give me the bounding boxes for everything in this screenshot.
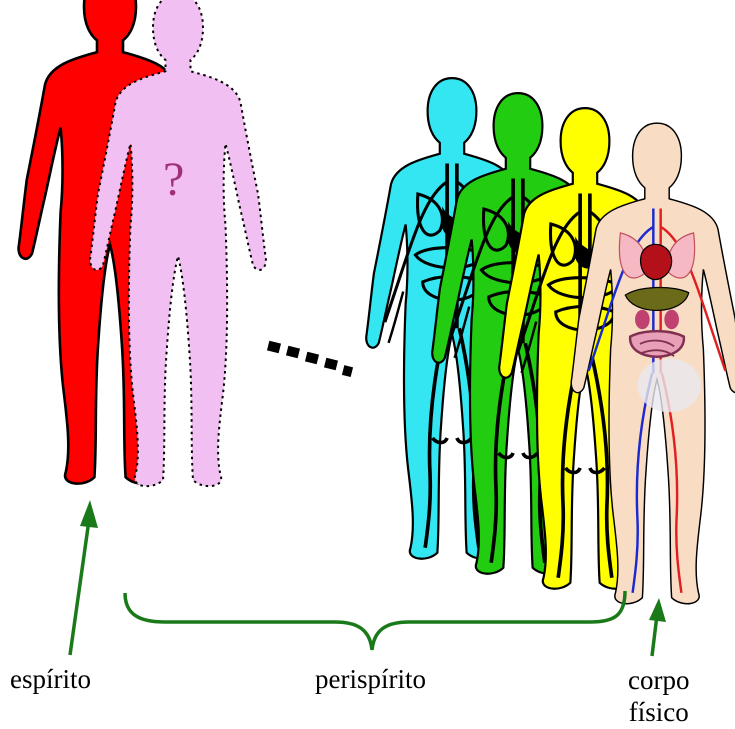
ellipsis-dots [267,341,353,377]
perispirito-brace [125,591,625,650]
label-perispirito: perispírito [315,666,426,693]
label-espirito: espírito [10,666,91,693]
label-corpo-line2: físico [628,696,689,728]
question-mark: ? [163,153,184,206]
arrow-espirito [70,500,98,655]
label-corpo-line1: corpo [628,664,689,696]
arrow-corpo-fisico [649,598,666,656]
label-corpo-fisico: corpo físico [628,664,689,729]
